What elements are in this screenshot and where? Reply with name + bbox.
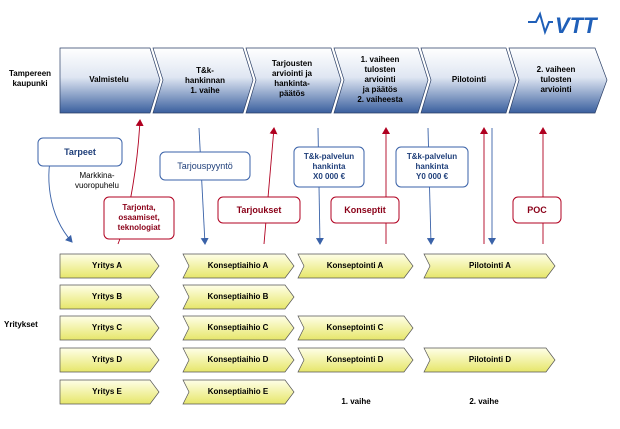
companies-label: Yritykset (4, 320, 38, 329)
callout-tk-y: T&k-palvelun hankinta Y0 000 € (406, 152, 458, 181)
concept-plan-box-c (182, 315, 295, 341)
callout-tarjoukset-box (217, 196, 301, 224)
concept-plan-box-a (182, 253, 295, 279)
stage-chevron-1 (59, 47, 161, 114)
concept-plan-label-c: Konseptiaihio C (207, 323, 269, 332)
callout-tarjonta: Tarjonta, osaamiset, teknologiat (117, 203, 161, 232)
stage-chevrons (59, 47, 608, 114)
stage-label-5: Pilotointi (451, 75, 487, 84)
company-label-c: Yritys C (91, 323, 123, 332)
logo-wave-icon (528, 11, 553, 36)
stage-label-6: 2. vaiheen tulosten arviointi (536, 65, 576, 94)
concept-plan-label-d: Konseptiaihio D (207, 355, 269, 364)
company-box-c (59, 315, 160, 341)
callout-tarjouspyynto-box (159, 151, 251, 181)
concept-plan-box-e (182, 379, 295, 405)
callout-konseptit-box (330, 196, 400, 224)
callout-tarpeet: Tarpeet (64, 147, 96, 157)
callout-poc-box (512, 196, 562, 224)
vtt-logo: VTT (528, 11, 598, 38)
company-label-d: Yritys D (91, 355, 123, 364)
city-label: Tampereen kaupunki (8, 69, 52, 88)
arrow-tarjoukset-up (263, 127, 278, 245)
pilot-label-a: Pilotointi A (469, 261, 511, 270)
pilot-box-d (423, 347, 556, 373)
stage-chevron-4 (333, 47, 429, 114)
stage-label-3: Tarjousten arviointi ja hankinta- päätös (271, 59, 313, 98)
company-box-e (59, 379, 160, 405)
stage-label-1: Valmistelu (89, 75, 129, 84)
callout-konseptit: Konseptit (344, 205, 386, 215)
callout-markkina: Markkina- vuoropuhelu (74, 171, 120, 190)
pilot-label-d: Pilotointi D (468, 355, 512, 364)
concept-box-a (297, 253, 414, 279)
arrow-tarjouspyynto-down (198, 127, 209, 245)
company-label-b: Yritys B (91, 292, 123, 301)
callout-tarjoukset: Tarjoukset (236, 205, 282, 215)
stage-chevron-5 (420, 47, 517, 114)
stage-label-4: 1. vaiheen tulosten arviointi ja päätös … (357, 55, 403, 104)
rows (59, 253, 556, 405)
company-box-a (59, 253, 160, 279)
stage-chevron-2 (152, 47, 254, 114)
concept-plan-label-a: Konseptiaihio A (207, 261, 269, 270)
phase-label-2: 2. vaihe (469, 397, 499, 406)
callout-tk-y-box (395, 146, 469, 188)
callout-tarjonta-box (103, 196, 175, 240)
callout-poc: POC (527, 205, 547, 215)
concept-plan-box-b (182, 284, 295, 310)
company-box-b (59, 284, 160, 310)
pilot-box-a (423, 253, 556, 279)
concept-box-d (297, 347, 414, 373)
callout-tk-x-box (293, 146, 365, 188)
concept-plan-label-e: Konseptiaihio E (207, 387, 269, 396)
company-label-e: Yritys E (92, 387, 122, 396)
stage-chevron-3 (245, 47, 342, 114)
concept-plan-box-d (182, 347, 295, 373)
logo-text: VTT (555, 13, 598, 38)
concept-box-c (297, 315, 414, 341)
stage-label-2: T&k- hankinnan 1. vaihe (184, 66, 225, 95)
phase-label-1: 1. vaihe (341, 397, 371, 406)
stage-chevron-6 (508, 47, 608, 114)
callout-tarpeet-box (37, 137, 123, 167)
callout-tk-x: T&k-palvelun hankinta X0 000 € (303, 152, 355, 181)
concept-label-d: Konseptointi D (326, 355, 384, 364)
concept-plan-label-b: Konseptiaihio B (207, 292, 269, 301)
concept-label-a: Konseptointi A (326, 261, 384, 270)
callouts (37, 137, 562, 240)
company-box-d (59, 347, 160, 373)
callout-tarjouspyynto: Tarjouspyyntö (177, 161, 233, 171)
company-label-a: Yritys A (92, 261, 122, 270)
concept-label-c: Konseptointi C (326, 323, 384, 332)
